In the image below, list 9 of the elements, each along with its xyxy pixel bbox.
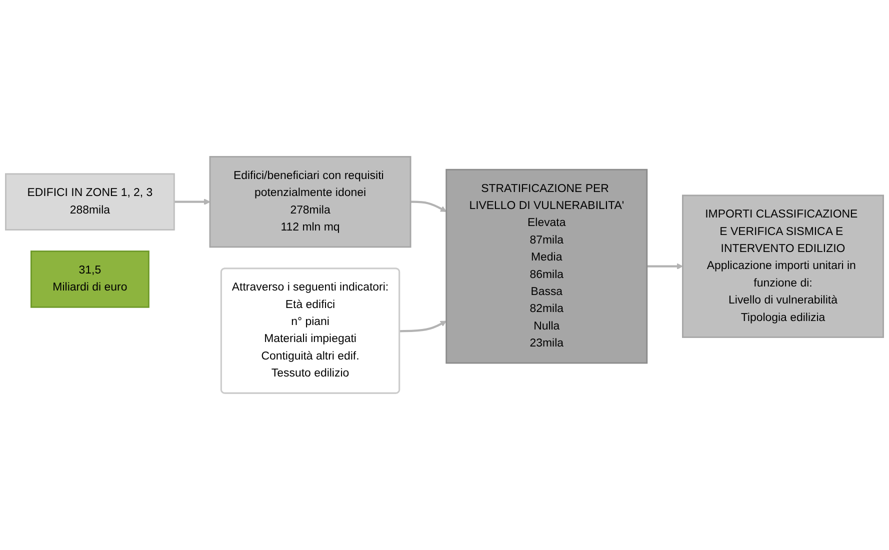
- node-box: EDIFICI IN ZONE 1, 2, 3 288mila: [5, 173, 175, 231]
- node-box: IMPORTI CLASSIFICAZIONE E VERIFICA SISMICA E INTERVENTO EDILIZIO Applicazione importi unitari in funzione di: Livello di vulnerabilità Tipologia edilizia: [682, 194, 884, 338]
- arrow: [646, 263, 683, 270]
- node-box: STRATIFICAZIONE PER LIVELLO DI VULNERABILITA' Elevata 87mila Media 86mila Bassa 82mila Nulla 23mila: [446, 168, 648, 364]
- node-box: 31,5 Miliardi di euro: [30, 250, 150, 308]
- node-box: Edifici/beneficiari con requisiti potenzialmente idonei 278mila 112 mln mq: [209, 156, 412, 248]
- arrow: [174, 198, 210, 206]
- arrow: [410, 200, 447, 212]
- arrow: [400, 320, 447, 332]
